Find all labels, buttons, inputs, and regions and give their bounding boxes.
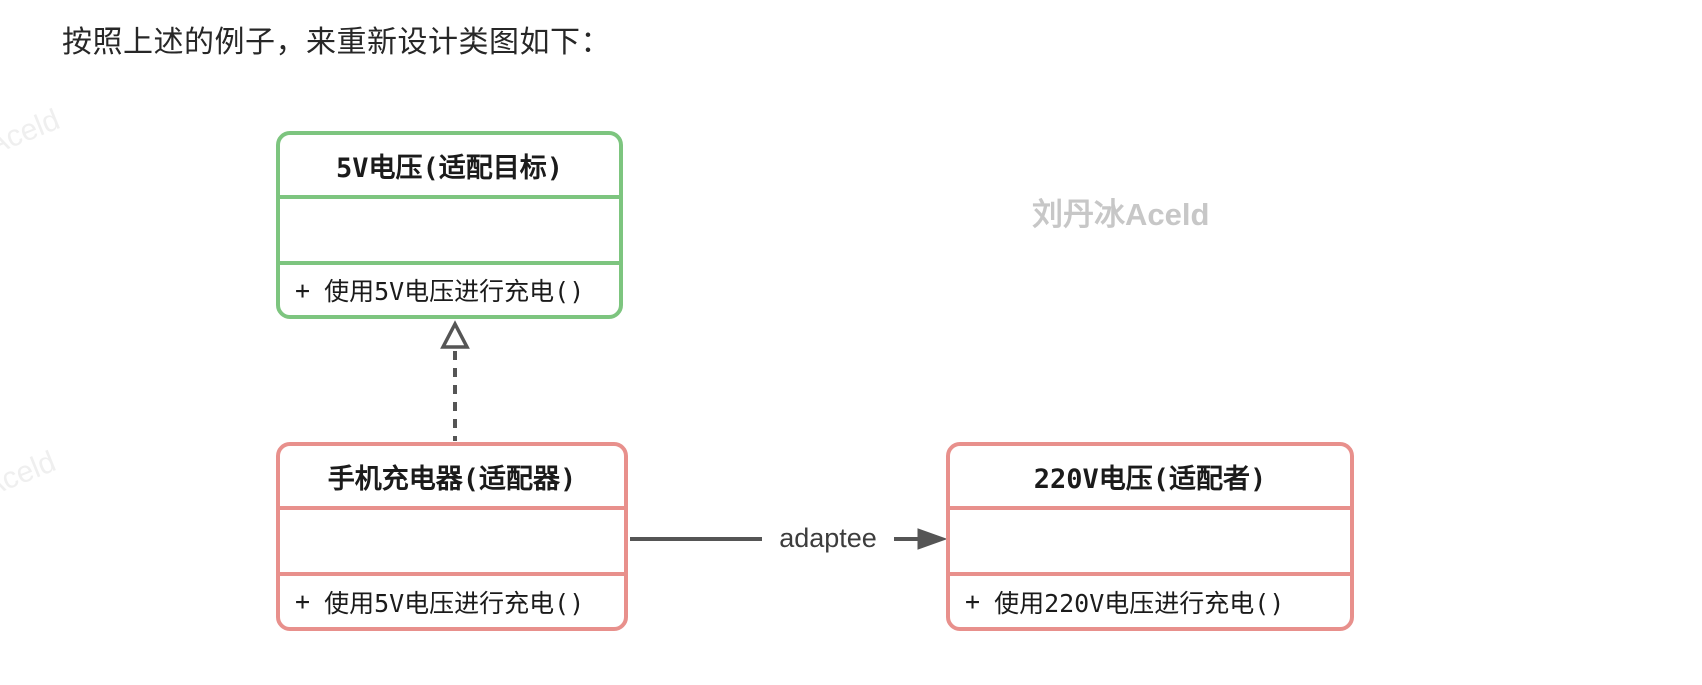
uml-class-target-title: 5V电压(适配目标) (280, 135, 619, 199)
method-signature: 使用5V电压进行充电() (324, 588, 585, 618)
association-label: adaptee (762, 523, 894, 554)
watermark-corner-top: Aceld (0, 103, 65, 162)
watermark-author: 刘丹冰Aceld (1032, 197, 1210, 232)
method-visibility: + (965, 587, 981, 616)
uml-class-target-attributes (280, 199, 619, 265)
uml-class-adapter-attributes (280, 510, 624, 576)
uml-class-adapter-method: + 使用5V电压进行充电() (280, 576, 624, 627)
uml-class-adapter-title: 手机充电器(适配器) (280, 446, 624, 510)
page-title: 按照上述的例子，来重新设计类图如下： (62, 26, 611, 59)
method-visibility: + (295, 275, 311, 305)
uml-class-adaptee-title: 220V电压(适配者) (950, 446, 1350, 510)
watermark-corner-middle: Aceld (0, 445, 61, 504)
uml-class-target-method: + 使用5V电压进行充电() (280, 265, 619, 315)
method-visibility: + (295, 587, 311, 616)
uml-class-adaptee: 220V电压(适配者) + 使用220V电压进行充电() (946, 442, 1354, 631)
method-signature: 使用220V电压进行充电() (994, 588, 1285, 618)
method-signature: 使用5V电压进行充电() (324, 277, 585, 306)
uml-class-adapter: 手机充电器(适配器) + 使用5V电压进行充电() (276, 442, 628, 631)
uml-class-adaptee-method: + 使用220V电压进行充电() (950, 576, 1350, 627)
realization-arrow (440, 320, 470, 441)
uml-class-adaptee-attributes (950, 510, 1350, 576)
uml-class-target: 5V电压(适配目标) + 使用5V电压进行充电() (276, 131, 623, 319)
